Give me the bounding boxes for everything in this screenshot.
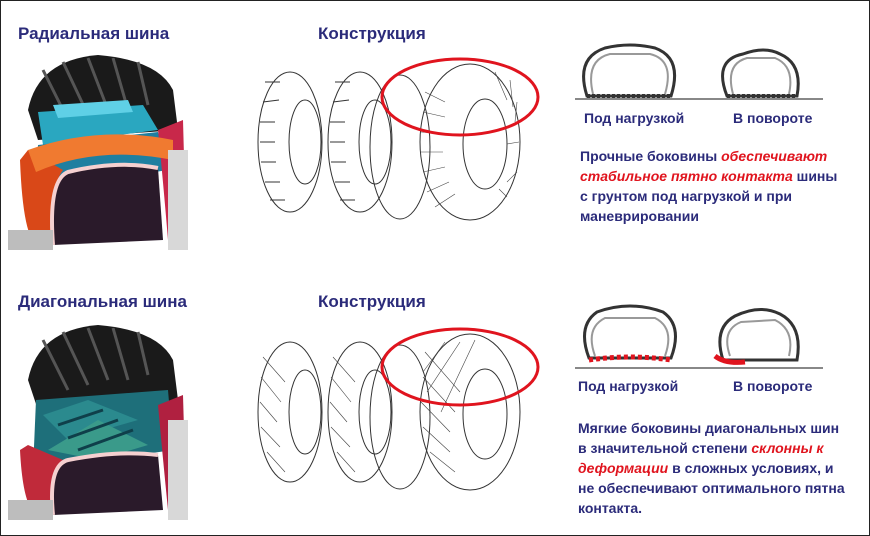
tire-cutaway-diagonal-image xyxy=(8,325,188,520)
diagonal-caption-turn: В повороте xyxy=(733,378,813,394)
diagonal-description: Мягкие боковины диагональных шин в значи… xyxy=(578,420,845,516)
ply-construction-diagonal xyxy=(257,327,540,491)
radial-construction-title: Конструкция xyxy=(318,24,426,43)
ply-construction-radial xyxy=(257,57,540,221)
highlight-circle-diagonal xyxy=(380,327,540,407)
ground-line-diagonal xyxy=(575,367,823,369)
ground-line-radial xyxy=(575,98,823,100)
diagonal-construction-title: Конструкция xyxy=(318,292,426,311)
radial-caption-turn: В повороте xyxy=(733,110,813,126)
diagonal-title: Диагональная шина xyxy=(18,292,187,311)
radial-description: Прочные боковины обеспечивают стабильное… xyxy=(580,148,838,224)
tire-profile-radial xyxy=(582,43,800,98)
tire-profile-diagonal xyxy=(583,304,800,365)
diagonal-caption-load: Под нагрузкой xyxy=(578,378,679,394)
highlight-circle-radial xyxy=(380,57,540,137)
radial-title: Радиальная шина xyxy=(18,24,170,43)
tire-cutaway-radial-image xyxy=(8,55,188,250)
radial-caption-load: Под нагрузкой xyxy=(584,110,685,126)
